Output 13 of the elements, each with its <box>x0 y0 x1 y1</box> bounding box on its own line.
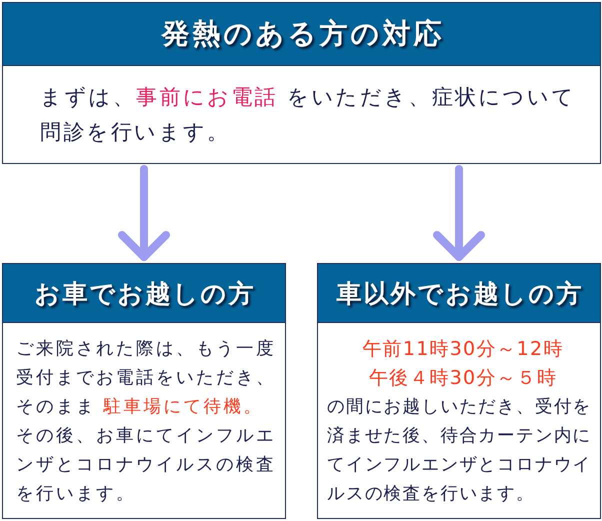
info-box <box>2 2 601 164</box>
title-bar: 発熱のある方の対応 <box>3 3 600 66</box>
body-text: まずは、事前にお電話 をいただき、症状について問診を行います。 <box>40 84 576 146</box>
info-box <box>2 263 286 519</box>
info-box <box>317 263 601 519</box>
time-range: 午前11時30分～12時 <box>362 337 564 362</box>
arrow <box>433 165 485 261</box>
time-range: 午後４時30分～５時 <box>368 366 558 391</box>
arrow <box>118 165 170 261</box>
title-bar: お車でお越しの方 <box>3 264 285 323</box>
body-text: の間にお越しいただき、受付を済ませた後、待合カーテン内にてインフルエンザとコロナウイルスの検査を行います。 <box>327 396 593 506</box>
title-bar: 車以外でお越しの方 <box>318 264 600 323</box>
body-text: ご来院された際は、もう一度受付までお電話をいただき、そのまま 駐車場にて待機。その後、お車にてインフルエンザとコロナウイルスの検査を行います。 <box>16 338 277 506</box>
